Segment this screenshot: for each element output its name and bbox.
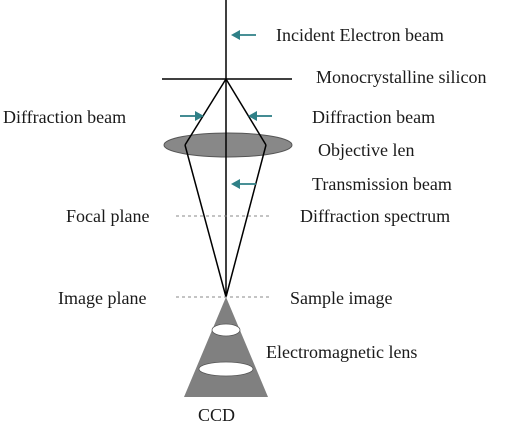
focal-plane-label: Focal plane bbox=[66, 206, 150, 226]
image-plane-label: Image plane bbox=[58, 288, 147, 308]
incident-beam-label: Incident Electron beam bbox=[276, 25, 444, 45]
diffraction-spectrum-label: Diffraction spectrum bbox=[300, 206, 451, 226]
diffraction-beam-right-label: Diffraction beam bbox=[312, 107, 436, 127]
sample-image-label: Sample image bbox=[290, 288, 393, 308]
electromagnetic-lens-label: Electromagnetic lens bbox=[266, 342, 418, 362]
diffraction-beam-left-label: Diffraction beam bbox=[3, 107, 127, 127]
electromagnetic-lens-lower-disk bbox=[198, 361, 254, 377]
incident-arrow-icon bbox=[231, 30, 256, 40]
diffraction-ray-right-upper bbox=[225, 78, 267, 146]
diffraction-left-arrow-icon bbox=[180, 111, 204, 121]
electromagnetic-lens-cone bbox=[184, 297, 268, 397]
diffraction-ray-left-upper bbox=[184, 78, 227, 146]
objective-lens-label: Objective len bbox=[318, 140, 415, 160]
silicon-label: Monocrystalline silicon bbox=[316, 67, 487, 87]
transmission-arrow-icon bbox=[231, 179, 256, 189]
objective-lens bbox=[163, 132, 293, 158]
ccd-label: CCD bbox=[198, 405, 236, 425]
diffraction-ray-left-lower bbox=[184, 144, 227, 298]
diffraction-right-arrow-icon bbox=[248, 111, 272, 121]
diffraction-ray-right-lower bbox=[225, 144, 267, 298]
electromagnetic-lens-upper-disk bbox=[211, 323, 241, 337]
transmission-beam-label: Transmission beam bbox=[312, 174, 452, 194]
